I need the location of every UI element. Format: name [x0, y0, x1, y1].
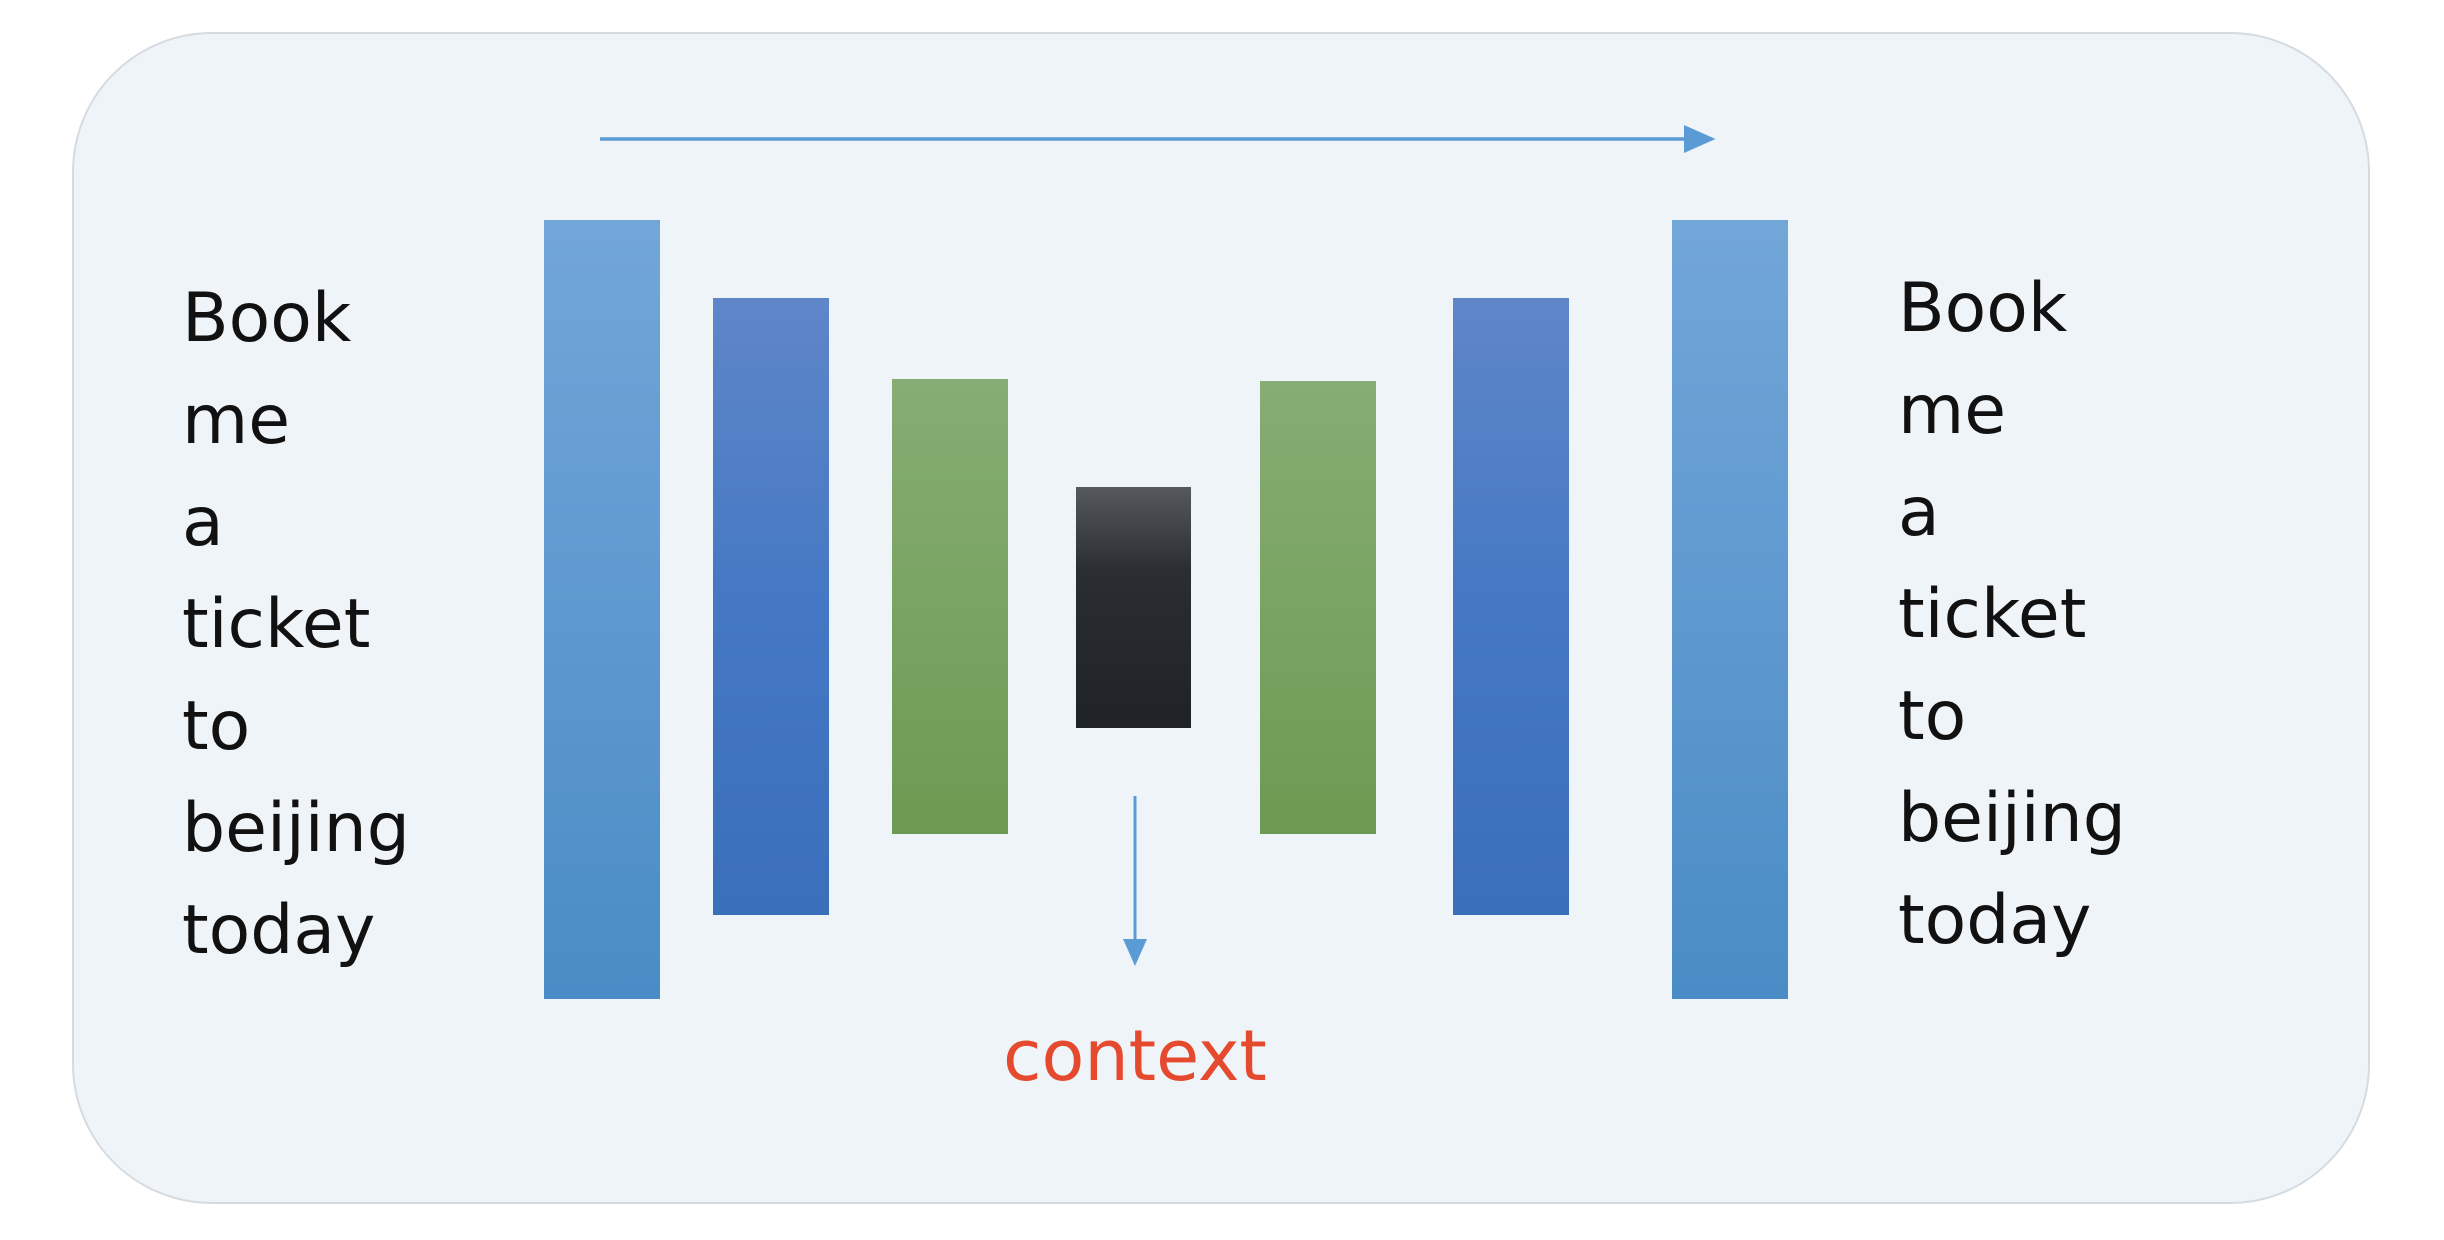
output-word: me [1898, 371, 2007, 450]
output-sentence: Book me a ticket to beijing today [1898, 258, 2126, 972]
diagram-panel [72, 32, 2370, 1204]
input-word: beijing [182, 789, 410, 868]
decoder-layer-outer [1672, 220, 1788, 999]
input-word: ticket [182, 585, 371, 664]
input-word: to [182, 687, 251, 766]
output-word: beijing [1898, 779, 2126, 858]
encoder-layer-middle [713, 298, 829, 915]
output-word: today [1898, 881, 2092, 960]
encoder-layer-inner [892, 379, 1008, 834]
encoder-layer-outer [544, 220, 660, 999]
output-word: to [1898, 677, 1967, 756]
context-label: context [1003, 1015, 1267, 1097]
input-sentence: Book me a ticket to beijing today [182, 268, 410, 982]
decoder-layer-inner [1260, 381, 1376, 834]
output-word: a [1898, 473, 1940, 552]
decoder-layer-middle [1453, 298, 1569, 915]
input-word: me [182, 381, 291, 460]
input-word: a [182, 483, 224, 562]
output-word: Book [1898, 269, 2068, 348]
input-word: today [182, 891, 376, 970]
input-word: Book [182, 279, 352, 358]
output-word: ticket [1898, 575, 2087, 654]
bottleneck-layer [1076, 487, 1191, 728]
